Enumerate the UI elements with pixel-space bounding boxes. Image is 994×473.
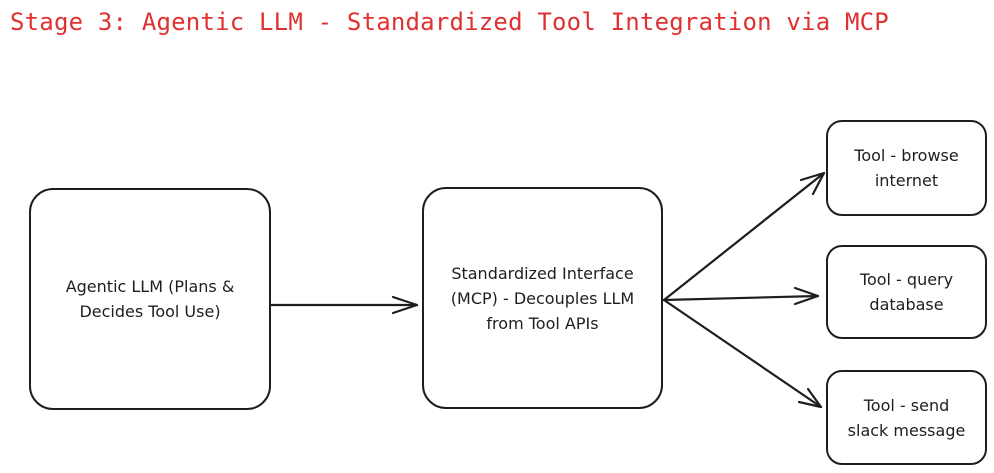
node-mcp-interface-label: Standardized Interface (MCP) - Decouples… [450,263,635,333]
node-tool-browse-internet-label: Tool - browse internet [854,146,959,190]
node-tool-send-slack-message: Tool - send slack message [826,370,987,465]
diagram-title: Stage 3: Agentic LLM - Standardized Tool… [10,8,889,36]
arrow-mcp-to-tool-browse [662,171,826,302]
node-tool-query-database-label: Tool - query database [859,270,954,314]
arrow-llm-to-mcp [269,295,419,315]
node-agentic-llm-label: Agentic LLM (Plans & Decides Tool Use) [65,277,235,321]
node-tool-browse-internet: Tool - browse internet [826,120,987,216]
node-tool-send-slack-message-label: Tool - send slack message [847,395,966,440]
arrow-mcp-to-tool-query [662,286,820,306]
node-mcp-interface: Standardized Interface (MCP) - Decouples… [422,187,663,409]
node-tool-query-database: Tool - query database [826,245,987,339]
node-agentic-llm: Agentic LLM (Plans & Decides Tool Use) [29,188,271,410]
arrow-mcp-to-tool-slack [662,298,823,409]
